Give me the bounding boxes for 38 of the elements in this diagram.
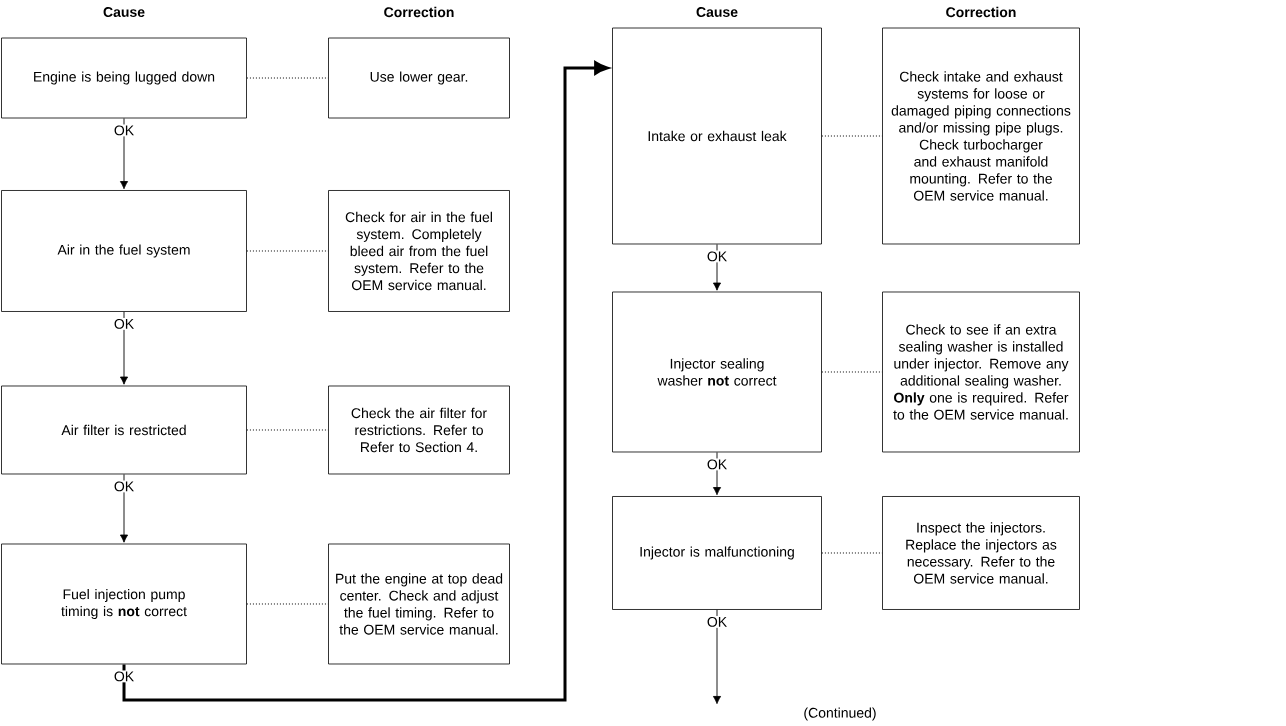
arrow: [712, 451, 722, 496]
edge-label: OK: [705, 250, 729, 263]
column-heading: Cause: [103, 7, 145, 17]
correction-box: Put the engine at top dead center. Check and adjust the fuel timing. Refer to the OEM service manual.: [328, 543, 510, 665]
cause-box: Intake or exhaust leak: [612, 27, 822, 245]
edge-label: OK: [705, 615, 729, 628]
dotted-connector: [246, 77, 329, 79]
arrow: [120, 311, 129, 385]
cause-box: Engine is being lugged down: [1, 37, 247, 119]
edge-label: OK: [112, 670, 136, 683]
correction-box: Check to see if an extra sealing washer is installed under injector. Remove any additional sealing washer. Only one is required. Refer to the OEM service manual.: [882, 291, 1080, 453]
arrow: [712, 243, 722, 291]
cause-box: Injector sealing washer not correct: [612, 291, 822, 453]
dotted-connector: [246, 603, 329, 605]
cause-box: Injector is malfunctioning: [612, 496, 822, 610]
edge-label: OK: [112, 317, 136, 330]
dotted-connector: [246, 250, 329, 252]
dotted-connector: [821, 371, 883, 373]
arrow: [120, 117, 129, 190]
note: (Continued): [804, 707, 876, 721]
column-heading: Correction: [384, 6, 454, 18]
cause-box: Fuel injection pump timing is not correct: [1, 543, 247, 665]
dotted-connector: [821, 552, 883, 554]
arrow: [712, 609, 722, 705]
edge-label: OK: [112, 124, 136, 137]
correction-box: Inspect the injectors. Replace the injectors as necessary. Refer to the OEM service manual.: [882, 496, 1080, 610]
correction-box: Check intake and exhaust systems for loose or damaged piping connections and/or missing pipe plugs. Check turbocharger and exhaust manifold mounting. Refer to the OEM service manual.: [882, 27, 1080, 245]
cause-box: Air in the fuel system: [1, 190, 247, 312]
edge-label: OK: [705, 458, 729, 471]
arrow: [120, 473, 129, 543]
dotted-connector: [246, 429, 329, 431]
dotted-connector: [821, 135, 883, 137]
arrow: [122, 61, 609, 702]
edge-label: OK: [112, 480, 136, 493]
correction-box: Use lower gear.: [328, 37, 510, 119]
correction-box: Check for air in the fuel system. Completely bleed air from the fuel system. Refer to the OEM service manual.: [328, 190, 510, 312]
correction-box: Check the air filter for restrictions. Refer to Refer to Section 4.: [328, 385, 510, 475]
cause-box: Air filter is restricted: [1, 385, 247, 475]
